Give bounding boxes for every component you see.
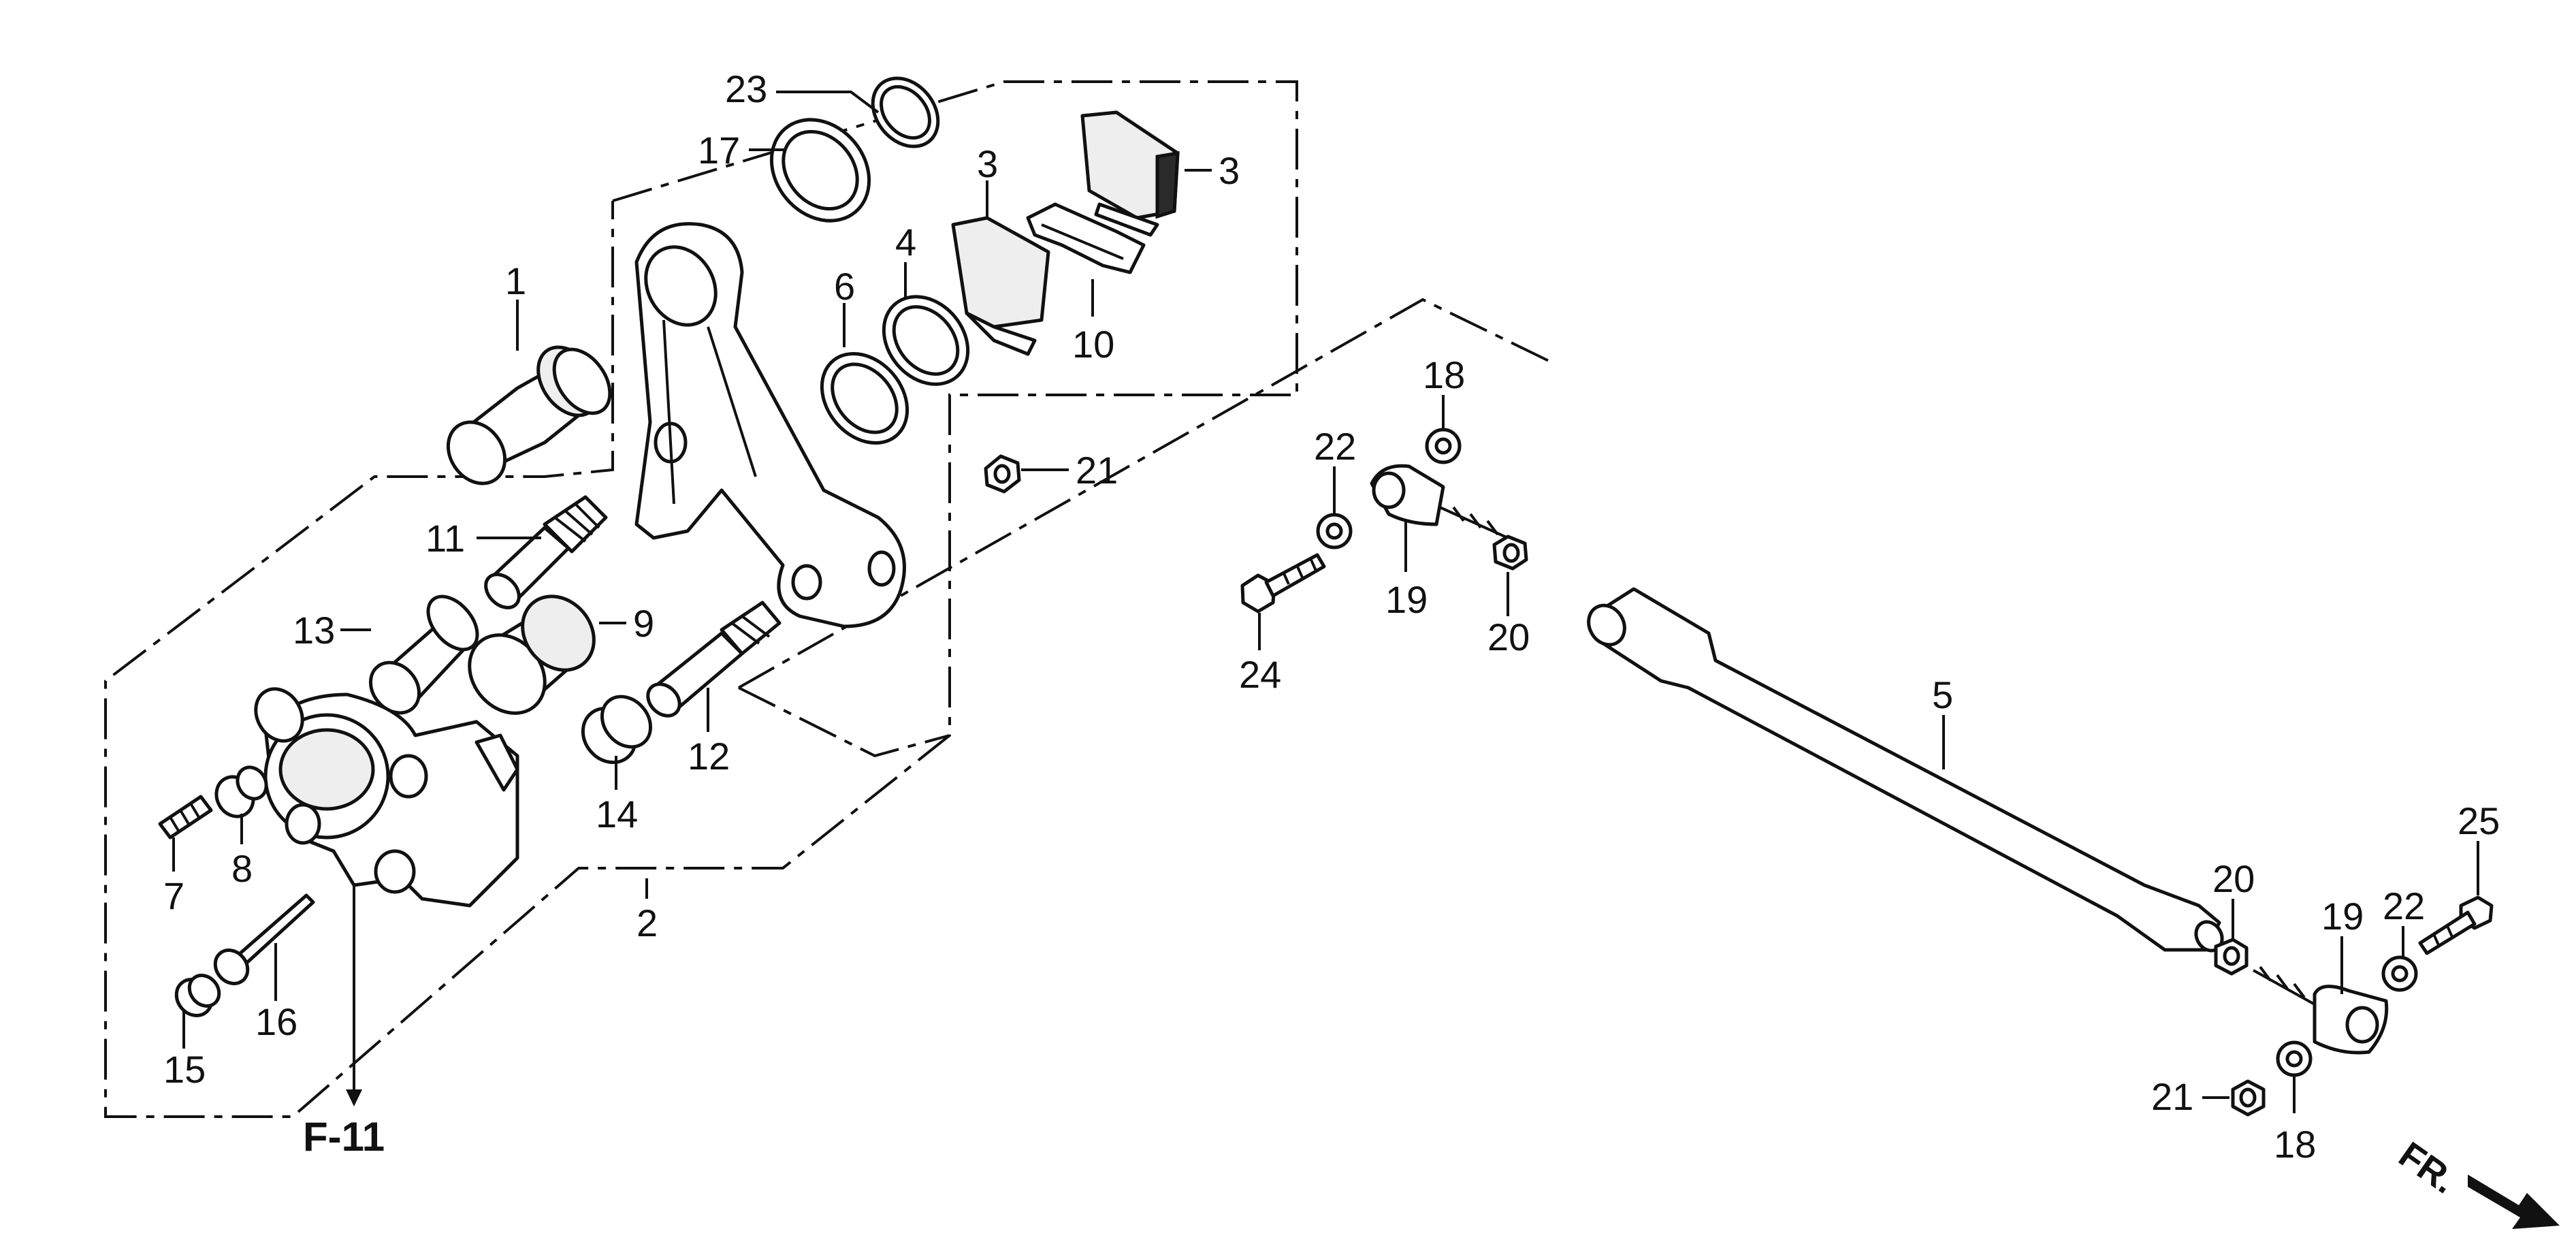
brake-pad-part-3-right xyxy=(1080,110,1180,237)
callout-13: 13 xyxy=(293,609,335,652)
callout-20-left: 20 xyxy=(1487,616,1530,658)
callout-24: 24 xyxy=(1239,653,1281,696)
callout-6: 6 xyxy=(834,265,855,308)
callout-22-right: 22 xyxy=(2383,884,2425,927)
callout-labels: 1 23 17 3 3 4 6 10 21 11 13 9 12 14 2 7 … xyxy=(163,67,2500,1166)
nut-part-21-upper xyxy=(984,454,1021,494)
callout-5: 5 xyxy=(1932,673,1953,716)
boot-part-13 xyxy=(368,594,479,715)
callout-14: 14 xyxy=(596,793,638,835)
washer-part-18-lower xyxy=(2276,1040,2313,1077)
washer-part-22-right xyxy=(2381,955,2418,992)
pin-part-16 xyxy=(213,893,315,985)
front-direction-indicator: FR. xyxy=(2392,1134,2560,1229)
callout-19-left: 19 xyxy=(1385,578,1428,621)
boot-part-14 xyxy=(581,695,653,765)
torque-rod-part-5 xyxy=(1587,587,2224,953)
brake-pad-part-3-left xyxy=(951,216,1050,356)
callout-18-lower: 18 xyxy=(2274,1123,2316,1166)
callout-21-lower: 21 xyxy=(2151,1075,2193,1118)
leader-lines xyxy=(172,91,2479,1113)
bolt-part-25 xyxy=(2418,895,2494,955)
callout-22-left: 22 xyxy=(1314,425,1356,468)
callout-12: 12 xyxy=(688,735,730,778)
washer-part-22-left xyxy=(1316,513,1353,549)
callout-1: 1 xyxy=(505,259,526,302)
caliper-body xyxy=(254,687,519,908)
front-arrow-icon xyxy=(2468,1175,2560,1229)
callout-3-left: 3 xyxy=(977,142,998,185)
callout-3-right: 3 xyxy=(1219,149,1240,192)
callout-17: 17 xyxy=(698,129,740,172)
nut-part-21-lower xyxy=(2231,1079,2266,1117)
sleeve-part-1 xyxy=(446,345,612,485)
callout-19-right: 19 xyxy=(2321,895,2364,938)
seal-part-4 xyxy=(882,295,970,386)
snap-ring-part-23 xyxy=(871,76,940,148)
reference-arrow xyxy=(346,885,362,1106)
callout-7: 7 xyxy=(163,874,184,917)
nut-part-20-right xyxy=(2214,938,2249,976)
bleeder-part-7 xyxy=(158,795,213,840)
slide-pin-part-11 xyxy=(484,495,608,609)
slide-pin-part-12 xyxy=(646,601,782,718)
pad-spring-part-10 xyxy=(1026,202,1146,274)
cap-part-8 xyxy=(214,765,268,818)
callout-21-upper: 21 xyxy=(1076,449,1118,492)
callout-4: 4 xyxy=(895,221,916,264)
piston-part-9 xyxy=(468,594,596,715)
rod-group-outline-lower xyxy=(738,686,950,758)
seal-part-6 xyxy=(820,351,909,445)
seal-part-17 xyxy=(769,118,871,223)
rod-group-outline xyxy=(738,298,1549,689)
callout-25: 25 xyxy=(2458,799,2500,842)
callout-10: 10 xyxy=(1072,323,1114,366)
callout-8: 8 xyxy=(231,847,253,890)
callout-20-right: 20 xyxy=(2212,857,2255,900)
callout-18-upper: 18 xyxy=(1423,353,1465,396)
bolt-part-24 xyxy=(1240,553,1326,613)
callout-15: 15 xyxy=(163,1048,206,1091)
caliper-bracket xyxy=(634,222,906,628)
reference-label: F-11 xyxy=(303,1114,385,1160)
callout-11: 11 xyxy=(425,517,465,560)
callout-16: 16 xyxy=(255,1000,297,1043)
washer-part-18-upper xyxy=(1425,428,1462,464)
rod-end-part-19-right xyxy=(2253,966,2389,1055)
callout-23: 23 xyxy=(725,67,767,110)
nut-part-20-left xyxy=(1492,535,1528,571)
callout-2: 2 xyxy=(637,902,658,944)
front-label: FR. xyxy=(2392,1134,2464,1202)
callout-9: 9 xyxy=(633,602,654,645)
plug-part-15 xyxy=(174,974,221,1017)
rod-end-part-19-left xyxy=(1370,464,1509,539)
